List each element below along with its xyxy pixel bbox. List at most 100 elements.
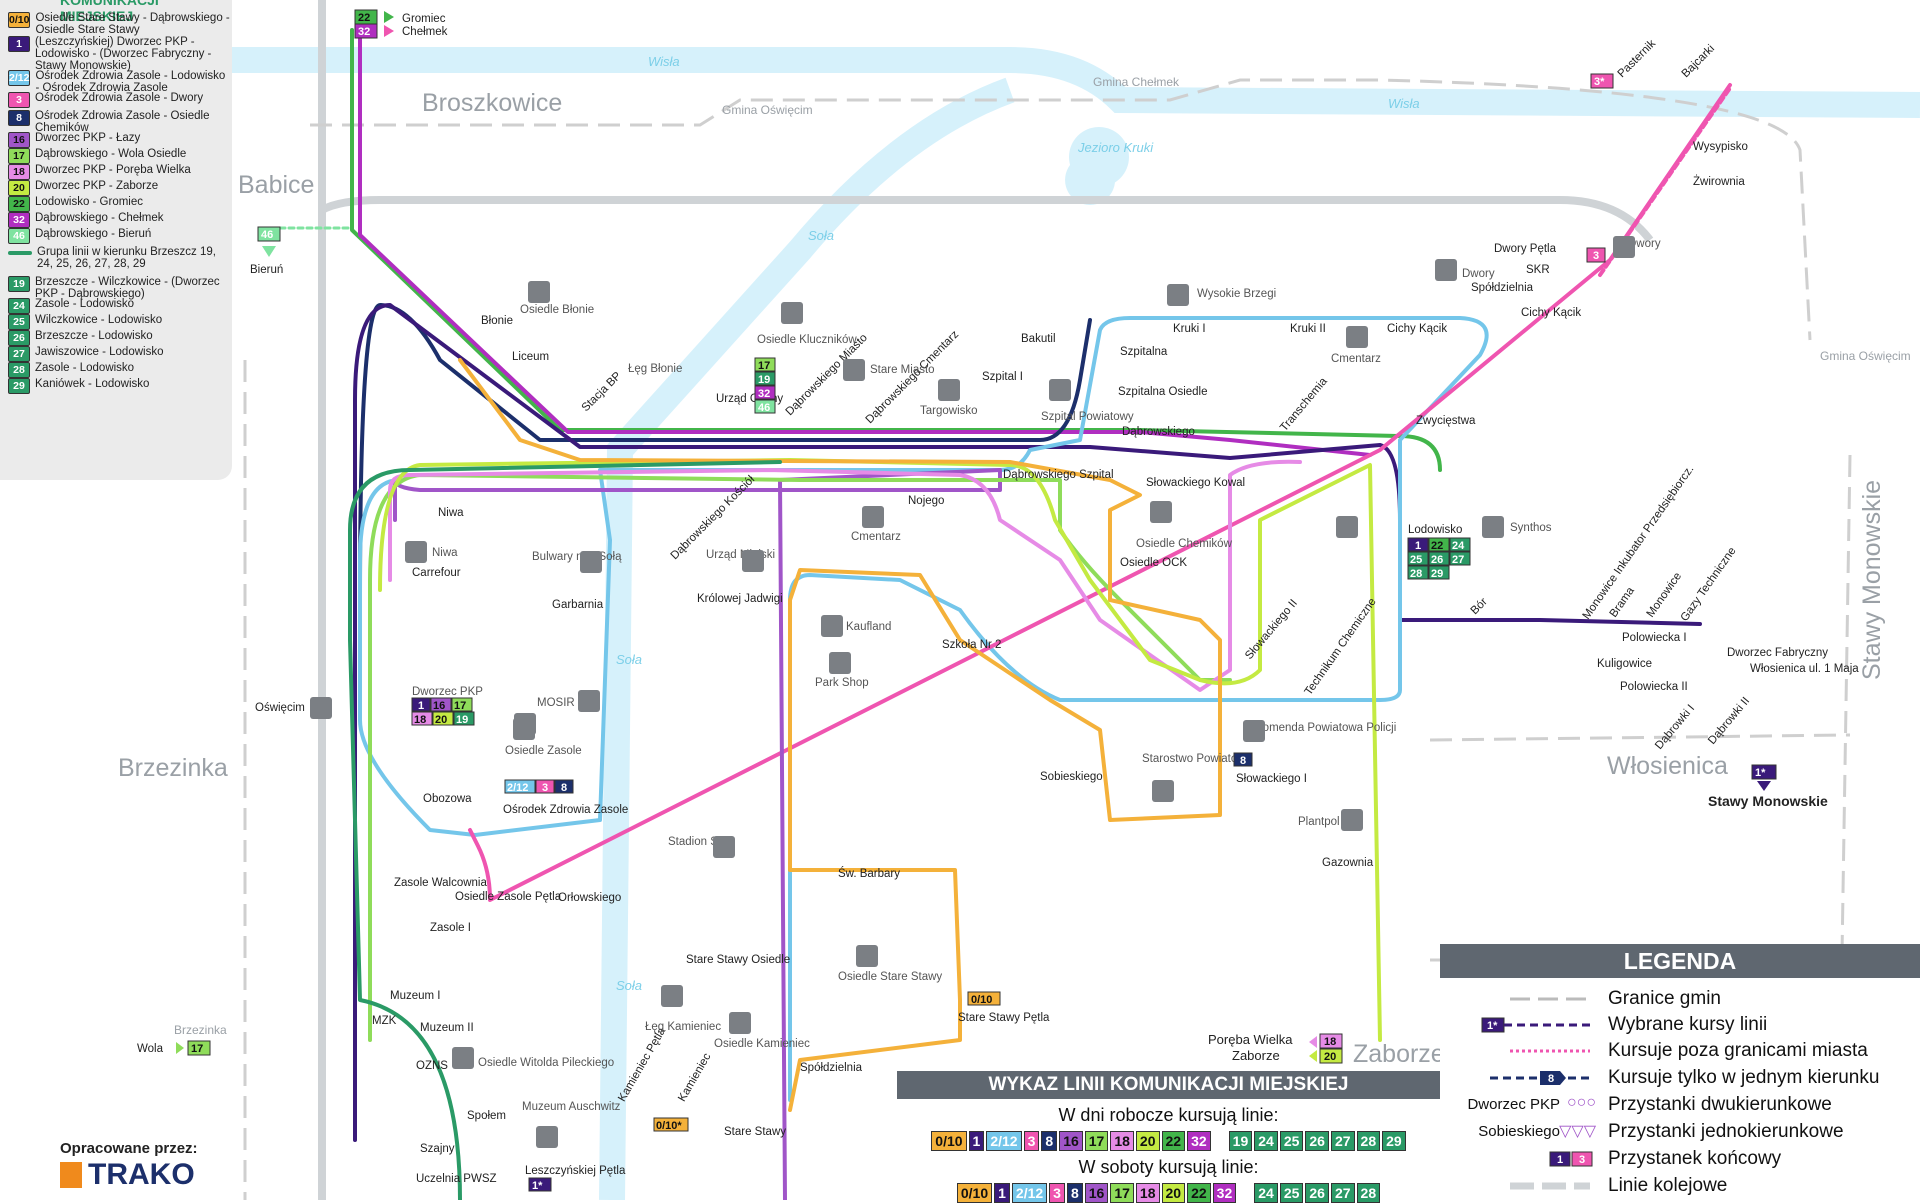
stop-label[interactable]: Słowackiego II — [1243, 597, 1300, 662]
badge-32-label: 32 — [358, 26, 370, 38]
places: Broszkowice Babice Brzezinka Włosienica … — [118, 54, 1911, 1068]
stop-label[interactable]: Technikum Chemiczne — [1303, 596, 1379, 698]
stop-label[interactable]: Błonie — [481, 315, 513, 327]
stop-label[interactable]: Muzeum II — [420, 1022, 474, 1034]
terminus-dabrowskiego: 17 19 32 46 — [754, 357, 776, 414]
badge-3 — [535, 779, 555, 794]
stop-label[interactable]: Obozowa — [423, 793, 472, 805]
stop-label[interactable]: Społem — [467, 1110, 506, 1122]
stop-label[interactable]: Św. Barbary — [838, 867, 900, 880]
stop-label[interactable]: Zasole I — [430, 922, 471, 934]
line-description: Dworzec PKP - Zaborze — [35, 180, 159, 192]
stop-label[interactable]: Cichy Kącik — [1387, 323, 1447, 335]
stop-label[interactable]: Polowiecka II — [1620, 681, 1688, 693]
line-badge: 29 — [1382, 1131, 1406, 1151]
stop-label[interactable]: Leszczyńskiej Pętla — [525, 1165, 626, 1177]
stop-label[interactable]: Bieruń — [250, 264, 283, 276]
stop-label[interactable]: Włosienica ul. 1 Maja — [1750, 663, 1859, 675]
stop-label[interactable]: Polowiecka I — [1622, 632, 1687, 644]
badge-0-10star — [653, 1117, 689, 1132]
terminus-gromiec: 22 32 — [354, 9, 394, 39]
stop-label[interactable]: Uczelnia PWSZ — [416, 1173, 497, 1185]
stop-label[interactable]: Chełmek — [402, 26, 448, 38]
gmina-oswiecim-east-label: Gmina Oświęcim — [1820, 349, 1911, 363]
stop-label[interactable]: Nojego — [908, 495, 944, 507]
stop-label[interactable]: Poręba Wielka — [1208, 1032, 1293, 1047]
line-badge: 1 — [994, 1183, 1010, 1203]
stop-label[interactable]: Szpitalna Osiedle — [1118, 386, 1208, 398]
stop-label[interactable]: Wola — [137, 1043, 164, 1055]
stop-label[interactable]: Gazownia — [1322, 857, 1374, 869]
stop-label[interactable]: Szpital I — [982, 371, 1023, 383]
stop-label[interactable]: Dwory Pętla — [1494, 243, 1557, 255]
line-badge: 16 — [1059, 1131, 1083, 1151]
stop-label[interactable]: Sobieskiego — [1040, 771, 1103, 783]
arrow-icon — [176, 1042, 184, 1054]
stop-label[interactable]: Zaborze — [1232, 1048, 1280, 1063]
stop-label[interactable]: Monowice Inkubator Przedsiębiorcz. — [1581, 464, 1697, 622]
stop-label[interactable]: Ośrodek Zdrowia Zasole — [503, 804, 628, 816]
line-badge: 16 — [1084, 1183, 1109, 1203]
stop-label[interactable]: Słowackiego I — [1236, 773, 1307, 785]
stop-label[interactable]: Kuligowice — [1597, 658, 1652, 670]
badge-label: 0/10* — [656, 1120, 682, 1132]
stop-label[interactable]: Szpitalna — [1120, 346, 1168, 358]
stop-label[interactable]: Żwirownia — [1693, 175, 1745, 188]
stop-label[interactable]: Cichy Kącik — [1521, 307, 1581, 319]
stop-label[interactable]: Stare Stawy Pętla — [958, 1012, 1050, 1024]
stop-label[interactable]: Niwa — [438, 507, 464, 519]
stop-label[interactable]: Szajny — [420, 1143, 455, 1155]
stop-label[interactable]: Orłowskiego — [558, 892, 621, 904]
stop-label[interactable]: Gromiec — [402, 13, 446, 25]
stop-label[interactable]: Słowackiego Kowal — [1146, 477, 1245, 489]
building-icon — [452, 1047, 474, 1069]
stop-label[interactable]: Muzeum I — [390, 990, 441, 1002]
stop-label[interactable]: Kruki I — [1173, 323, 1206, 335]
stop-label[interactable]: Królowej Jadwigi — [697, 593, 783, 605]
stop-label[interactable]: Bakutil — [1021, 333, 1056, 345]
stop-label[interactable]: Dworzec Fabryczny — [1727, 647, 1828, 659]
stop-label[interactable]: Stacja BP — [580, 370, 624, 414]
stop-label[interactable]: Dąbrowki II — [1706, 695, 1752, 747]
stop-label[interactable]: Transchemia — [1278, 375, 1330, 434]
stop-label[interactable]: Dąbrowskiego Szpital — [1003, 469, 1114, 481]
stop-label[interactable]: Stawy Monowskie — [1708, 793, 1828, 809]
line-3 — [468, 83, 1732, 902]
spacer — [1213, 1131, 1227, 1151]
stop-label[interactable]: Gazy Techniczne — [1679, 545, 1739, 623]
line-badge: 27 — [1330, 1131, 1355, 1151]
stop-label[interactable]: Spółdzielnia — [1471, 282, 1534, 294]
stop-label[interactable]: Dąbrowki I — [1653, 703, 1697, 752]
stop-label[interactable]: Pasternik — [1616, 38, 1659, 81]
stop-label[interactable]: Monowice — [1645, 570, 1685, 619]
stop-label[interactable]: Spółdzielnia — [800, 1062, 863, 1074]
line-description: Osiedle Stare Stawy - Dąbrowskiego - Osi… — [35, 12, 230, 36]
stop-label[interactable]: Zwycięstwa — [1416, 415, 1476, 427]
stop-label[interactable]: Dąbrowskiego — [1122, 426, 1195, 438]
stop-label[interactable]: Wysypisko — [1693, 141, 1748, 153]
stop-label[interactable]: Lodowisko — [1408, 524, 1462, 536]
stop-label[interactable]: Zasole Walcownia — [394, 877, 487, 889]
stop-label[interactable]: Carrefour — [412, 567, 461, 579]
stop-label[interactable]: Szkoła Nr 2 — [942, 639, 1001, 651]
line-17 — [368, 473, 1232, 1042]
stop-label[interactable]: Bajcarki — [1680, 43, 1717, 80]
stop-label[interactable]: Osiedle Zasole Pętla — [455, 891, 562, 903]
stop-label[interactable]: SKR — [1526, 264, 1550, 276]
stop-label[interactable]: Liceum — [512, 351, 549, 363]
stop-label[interactable]: Garbarnia — [552, 599, 604, 611]
poi-label: Łęg Błonie — [628, 363, 682, 375]
author-label: Opracowane przez: — [60, 1140, 198, 1157]
badge-label: 1 — [1415, 540, 1421, 552]
stop-label[interactable]: Osiedle OCK — [1120, 557, 1187, 569]
saturdays-label: W soboty kursują linie: — [1078, 1157, 1259, 1177]
stop-label[interactable]: Oświęcim — [255, 702, 305, 714]
stop-label[interactable]: OZNS — [416, 1060, 448, 1072]
poi-label: Dwory — [1628, 238, 1661, 250]
stop-label[interactable]: MZK — [372, 1015, 397, 1027]
stop-label[interactable]: Stare Stawy — [724, 1126, 786, 1138]
stop-label[interactable]: Bór — [1469, 596, 1490, 617]
stop-label[interactable]: Kamieniec — [676, 1051, 713, 1104]
stop-label[interactable]: Kruki II — [1290, 323, 1326, 335]
stop-label[interactable]: Stare Stawy Osiedle — [686, 954, 790, 966]
